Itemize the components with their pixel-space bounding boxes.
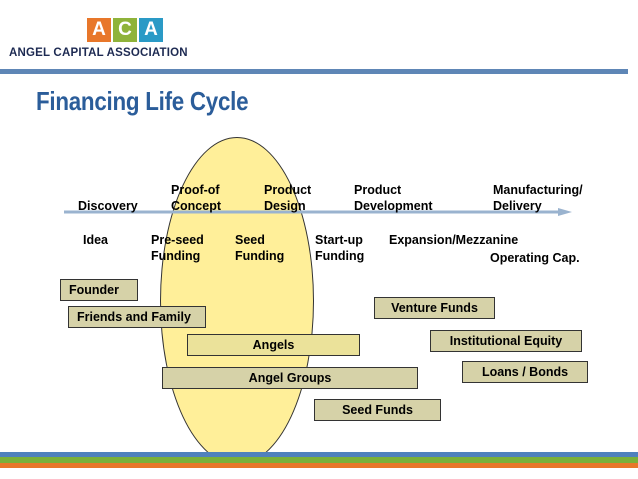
stage-product-development: Product Development xyxy=(354,183,433,213)
round-start-up: Start-up Funding xyxy=(315,233,365,263)
source-angel-groups: Angel Groups xyxy=(162,367,418,389)
source-venture-funds: Venture Funds xyxy=(374,297,495,319)
round-idea: Idea xyxy=(83,233,109,247)
logo-name: ANGEL CAPITAL ASSOCIATION xyxy=(9,47,188,59)
footer-stripe-green xyxy=(0,457,638,463)
round-pre-seed: Pre-seed Funding xyxy=(151,233,204,263)
source-loans-bonds: Loans / Bonds xyxy=(462,361,588,383)
stage-manufacturing-delivery: Manufacturing/ Delivery xyxy=(493,183,583,213)
source-institutional-equity: Institutional Equity xyxy=(430,330,582,352)
timeline-arrow xyxy=(64,208,572,216)
stage-proof-of-concept: Proof-of Concept xyxy=(171,183,221,213)
source-seed-funds: Seed Funds xyxy=(314,399,441,421)
stage-product-design: Product Design xyxy=(264,183,312,213)
source-friends-and-family: Friends and Family xyxy=(68,306,206,328)
source-angels: Angels xyxy=(187,334,360,356)
page-title: Financing Life Cycle xyxy=(36,86,249,116)
round-operating-cap: Operating Cap. xyxy=(490,251,580,265)
footer-stripe-orange xyxy=(0,463,638,468)
source-founder: Founder xyxy=(60,279,138,301)
round-expansion: Expansion/Mezzanine xyxy=(389,233,519,247)
logo-letter-a2: A xyxy=(139,18,163,42)
stage-discovery: Discovery xyxy=(78,199,138,213)
footer-stripe-blue xyxy=(0,452,638,457)
round-seed: Seed Funding xyxy=(235,233,285,263)
header-rule xyxy=(0,69,628,74)
angel-stage-ellipse xyxy=(160,137,314,465)
logo-letter-c: C xyxy=(113,18,137,42)
logo-letter-a1: A xyxy=(87,18,111,42)
